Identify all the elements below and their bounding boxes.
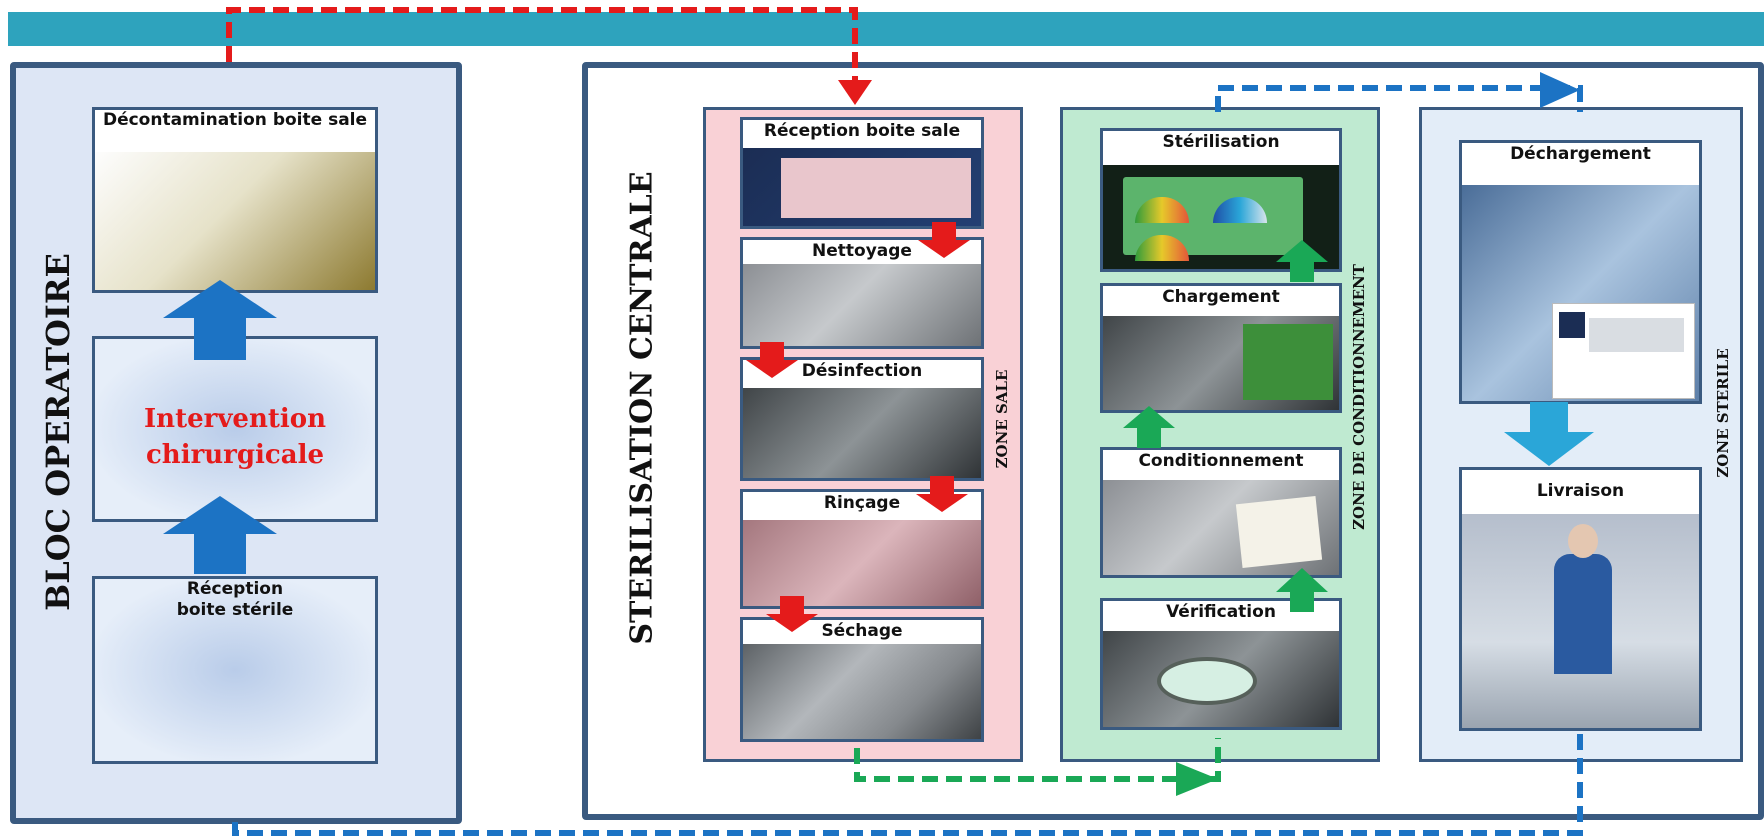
step-nettoyage: Nettoyage [740,237,984,349]
step-livraison-label: Livraison [1536,481,1625,501]
red-connector-head-icon [838,80,872,105]
step-reception-sterile: Réception boite stérile [92,576,378,764]
step-sterilisation-label: Stérilisation [1162,132,1280,152]
step-decontamination-label: Décontamination boite sale [102,110,368,130]
chargement-photo [1103,316,1339,410]
blue-dashed-top-connector [1215,85,1583,112]
step-chargement-label: Chargement [1162,287,1280,307]
red-down-arrow-icon [918,222,970,258]
step-dechargement: Déchargement [1459,140,1702,404]
step-conditionnement: Conditionnement [1100,447,1342,578]
red-dashed-connector [226,7,858,92]
step-desinfection: Désinfection [740,357,984,481]
step-chargement: Chargement [1100,283,1342,413]
step-livraison: Livraison [1459,467,1702,731]
step-nettoyage-label: Nettoyage [812,241,912,261]
verification-photo [1103,631,1339,727]
red-down-arrow-icon [766,596,818,632]
step-conditionnement-label: Conditionnement [1138,451,1304,471]
green-up-arrow-icon [1276,240,1328,282]
green-up-arrow-icon [1123,406,1175,448]
red-down-arrow-icon [746,342,798,378]
decontamination-photo [95,152,375,290]
conditionnement-photo [1103,480,1339,575]
step-reception-sale: Réception boite sale [740,117,984,229]
step-verification-label: Vérification [1166,602,1276,622]
nettoyage-photo [743,264,981,346]
green-connector-head-icon [1176,762,1218,796]
blue-up-arrow-icon [163,280,277,360]
blue-connector-head-icon [1540,72,1580,108]
cyan-down-arrow-icon [1504,402,1594,466]
green-up-arrow-icon [1276,568,1328,612]
desinfection-photo [743,388,981,478]
step-sechage-label: Séchage [821,621,903,641]
step-dechargement-label: Déchargement [1510,144,1651,164]
reception-sale-screen [743,148,981,226]
top-banner [8,12,1764,46]
red-down-arrow-icon [916,476,968,512]
step-rincage-label: Rinçage [823,493,901,513]
livraison-photo [1462,514,1699,728]
sechage-photo [743,644,981,739]
step-reception-sterile-label: Réception boite stérile [176,579,294,620]
intervention-label: Intervention chirurgicale [144,404,326,470]
step-sechage: Séchage [740,617,984,742]
rincage-photo [743,520,981,606]
step-desinfection-label: Désinfection [801,361,923,381]
green-dashed-connector [854,738,1221,782]
step-verification: Vérification [1100,598,1342,730]
step-reception-sale-label: Réception boite sale [763,121,961,141]
step-rincage: Rinçage [740,489,984,609]
dechargement-photo [1462,185,1699,401]
blue-up-arrow-icon [163,496,277,574]
step-intervention: Intervention chirurgicale [92,336,378,522]
blue-dashed-bottom-connector [232,734,1583,836]
